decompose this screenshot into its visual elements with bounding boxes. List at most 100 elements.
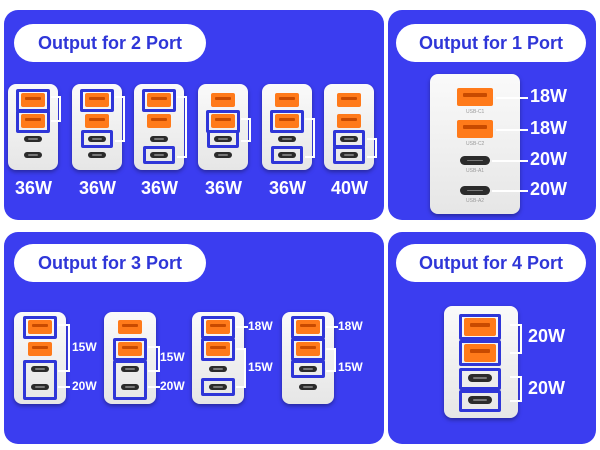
usb-a-port — [118, 320, 142, 334]
charger-3port-3 — [192, 312, 244, 404]
watt-label: 18W — [338, 319, 363, 333]
port-highlight — [201, 378, 235, 396]
usb-a-port — [28, 320, 52, 334]
watt-label: 18W — [530, 86, 568, 106]
watt-label: 20W — [528, 326, 566, 346]
watt-label: 36W — [141, 178, 179, 198]
watt-label: 18W — [248, 319, 273, 333]
charger-2port-3 — [134, 84, 184, 170]
leader-line — [492, 160, 528, 162]
watt-label: 18W — [530, 118, 568, 138]
port-bracket — [51, 96, 61, 122]
usb-a-port — [21, 93, 45, 107]
watt-label: 36W — [269, 178, 307, 198]
port-highlight — [291, 360, 325, 378]
watt-label: 20W — [530, 149, 568, 169]
usb-c-port — [209, 366, 227, 372]
usb-a-port — [211, 114, 235, 128]
charger-1port: USB-C1 USB-C2 USB-A1 USB-A2 — [430, 74, 520, 214]
usb-c-port — [88, 152, 106, 158]
usb-c-port — [150, 136, 168, 142]
usb-a-port — [206, 342, 230, 356]
watt-label: 15W — [338, 360, 363, 374]
usb-a-port — [337, 114, 361, 128]
charger-3port-2 — [104, 312, 156, 404]
port-highlight — [207, 130, 239, 148]
port-highlight — [16, 89, 50, 112]
usb-a-port — [28, 342, 52, 356]
usb-c-port — [278, 152, 296, 158]
usb-a-port — [147, 93, 171, 107]
charger-2port-2 — [72, 84, 122, 170]
usb-c-port — [31, 384, 49, 390]
leader-line — [496, 97, 528, 99]
charger-4port — [444, 306, 518, 418]
port-bracket — [510, 376, 522, 402]
usb-c-port — [460, 156, 490, 165]
leader-line — [326, 326, 338, 328]
leader-line — [58, 386, 70, 388]
port-highlight — [333, 146, 365, 164]
usb-a-port — [337, 93, 361, 107]
usb-c-port — [340, 136, 358, 142]
port-highlight — [113, 338, 147, 361]
usb-a-port — [296, 320, 320, 334]
port-label: USB-C1 — [466, 109, 485, 115]
watt-label: 15W — [160, 350, 185, 364]
port-bracket — [510, 324, 522, 354]
port-label: USB-A1 — [466, 168, 485, 174]
usb-c-port — [24, 136, 42, 142]
charger-2port-6 — [324, 84, 374, 170]
port-label: USB-A2 — [466, 198, 485, 204]
usb-a-port — [206, 320, 230, 334]
usb-c-port — [468, 396, 492, 404]
charger-3port-1 — [14, 312, 66, 404]
usb-c-port — [340, 152, 358, 158]
one-port-title: Output for 1 Port — [396, 24, 586, 62]
leader-line — [492, 190, 528, 192]
port-highlight — [459, 314, 501, 340]
port-highlight — [271, 146, 303, 164]
port-bracket — [241, 118, 251, 142]
port-bracket — [58, 324, 70, 372]
watt-label: 40W — [331, 178, 369, 198]
usb-a-port — [21, 114, 45, 128]
watt-label: 15W — [248, 360, 273, 374]
charger-2port-5 — [262, 84, 312, 170]
usb-a-port — [85, 114, 109, 128]
watt-label: 20W — [528, 378, 566, 398]
usb-c-port — [468, 374, 492, 382]
port-highlight — [23, 316, 57, 339]
usb-c-port — [121, 384, 139, 390]
usb-c-port — [31, 366, 49, 372]
port-highlight — [113, 360, 147, 400]
port-highlight — [80, 89, 114, 112]
usb-a-port — [457, 120, 493, 138]
usb-c-port — [299, 366, 317, 372]
port-highlight — [143, 146, 175, 164]
usb-a-port — [464, 344, 496, 362]
leader-line — [236, 326, 248, 328]
charger-2port-1 — [8, 84, 58, 170]
port-bracket — [148, 346, 160, 372]
port-highlight — [23, 360, 57, 400]
usb-c-port — [88, 136, 106, 142]
port-highlight — [142, 89, 176, 112]
port-highlight — [201, 338, 235, 361]
port-highlight — [459, 368, 501, 390]
leader-line — [496, 129, 528, 131]
port-highlight — [81, 130, 113, 148]
leader-line — [148, 386, 160, 388]
usb-a-port — [464, 318, 496, 336]
usb-a-port — [275, 93, 299, 107]
usb-c-port — [299, 384, 317, 390]
port-highlight — [459, 390, 501, 412]
usb-a-port — [275, 114, 299, 128]
watt-label: 36W — [205, 178, 243, 198]
usb-c-port — [24, 152, 42, 158]
port-bracket — [305, 118, 315, 158]
port-bracket — [236, 348, 246, 388]
charger-3port-4 — [282, 312, 334, 404]
port-highlight — [270, 110, 304, 133]
usb-a-port — [457, 88, 493, 106]
